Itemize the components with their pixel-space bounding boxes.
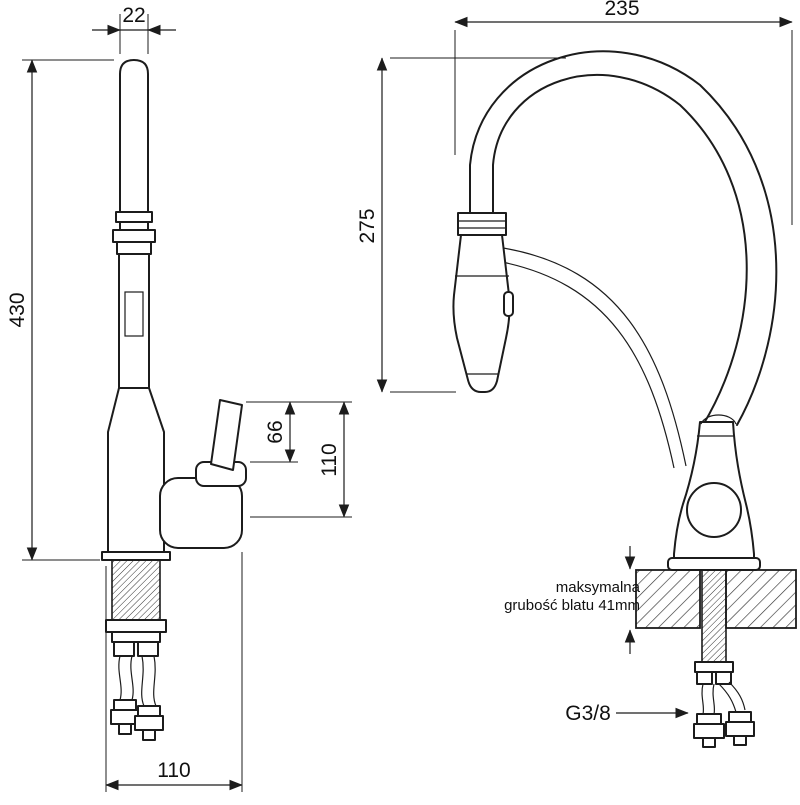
dim-spout-diameter: 22 <box>92 4 176 54</box>
side-valve-body <box>159 477 243 549</box>
dim-spout-clearance: 275 <box>356 57 566 393</box>
front-nut-left <box>696 671 713 685</box>
front-view <box>452 50 797 748</box>
side-hose-a <box>118 655 122 701</box>
front-hose-c2 <box>712 683 716 715</box>
countertop-slab-left <box>635 569 701 629</box>
front-gooseneck-inner <box>492 74 748 426</box>
front-spray-head-collar <box>457 212 507 236</box>
side-hose-b <box>141 655 145 707</box>
front-hose-c-connector <box>696 713 722 725</box>
front-threaded-rod <box>701 569 727 663</box>
side-collar-ring-3 <box>112 229 156 243</box>
side-collar-ring-2 <box>119 221 149 231</box>
side-hose-a-tip <box>118 723 132 735</box>
side-hose-b-tip <box>142 729 156 741</box>
front-spray-head-body <box>452 234 511 393</box>
side-spout-tube <box>119 59 149 213</box>
dim-lever-height: 66 <box>246 401 352 463</box>
side-threaded-stud <box>111 559 161 621</box>
front-base-plate <box>667 557 761 571</box>
dim-outlet-height: 110 <box>250 401 352 518</box>
side-mid-tube <box>118 253 150 389</box>
countertop-note-line-1: maksymalna <box>556 579 641 596</box>
dim-outlet-height-label: 110 <box>318 443 341 476</box>
dim-total-height: 430 <box>6 59 114 561</box>
side-base-plate <box>101 551 171 561</box>
countertop-thickness-annotation: maksymalna grubość blatu 41mm <box>504 546 641 654</box>
front-swivel-joint <box>686 482 742 538</box>
front-gooseneck-outer <box>469 50 778 426</box>
side-handle-lever <box>210 399 243 471</box>
front-mount-bracket <box>694 661 734 673</box>
side-hose-b-connector <box>137 705 161 717</box>
side-collar-ring-1 <box>115 211 153 223</box>
front-pullout-hose-inner <box>496 260 675 469</box>
dim-lever-height-label: 66 <box>264 420 287 443</box>
front-hose-d-tip <box>733 735 747 746</box>
front-hose-c <box>701 683 705 715</box>
front-hose-c-tip <box>702 737 716 748</box>
side-tube-window <box>124 291 144 337</box>
front-hose-d-connector <box>728 711 752 723</box>
thread-size-label: G3/8 <box>565 702 611 725</box>
front-hose-d2 <box>728 681 746 711</box>
side-mount-plate <box>111 631 161 643</box>
side-nut-right <box>137 641 159 657</box>
front-body-cap <box>700 414 737 425</box>
side-collar-ring-4 <box>116 241 152 255</box>
front-nut-right <box>715 671 732 685</box>
front-spray-head-button <box>503 291 514 317</box>
side-hose-a2 <box>130 655 134 701</box>
front-hose-c-hex <box>693 723 725 739</box>
front-hose-d <box>718 683 737 713</box>
side-hose-b2 <box>153 655 157 707</box>
dim-spout-diameter-label: 22 <box>122 4 145 27</box>
side-hose-a-connector <box>113 699 137 711</box>
front-pullout-hose-outer <box>502 247 687 467</box>
dim-total-reach: 235 <box>454 0 793 225</box>
side-mount-bracket <box>105 619 167 633</box>
countertop-slab-right <box>725 569 797 629</box>
side-nut-left <box>113 641 135 657</box>
side-view <box>101 59 247 741</box>
dim-total-reach-label: 235 <box>604 0 639 20</box>
dim-total-height-label: 430 <box>6 292 29 327</box>
countertop-note-line-2: grubość blatu 41mm <box>504 597 640 614</box>
dim-base-width-label: 110 <box>157 759 190 782</box>
dim-base-width: 110 <box>105 552 243 792</box>
thread-size-annotation: G3/8 <box>565 702 689 725</box>
side-hose-b-hex <box>134 715 164 731</box>
side-column <box>107 387 165 553</box>
front-hose-d-hex <box>725 721 755 737</box>
dim-spout-clearance-label: 275 <box>356 208 379 243</box>
